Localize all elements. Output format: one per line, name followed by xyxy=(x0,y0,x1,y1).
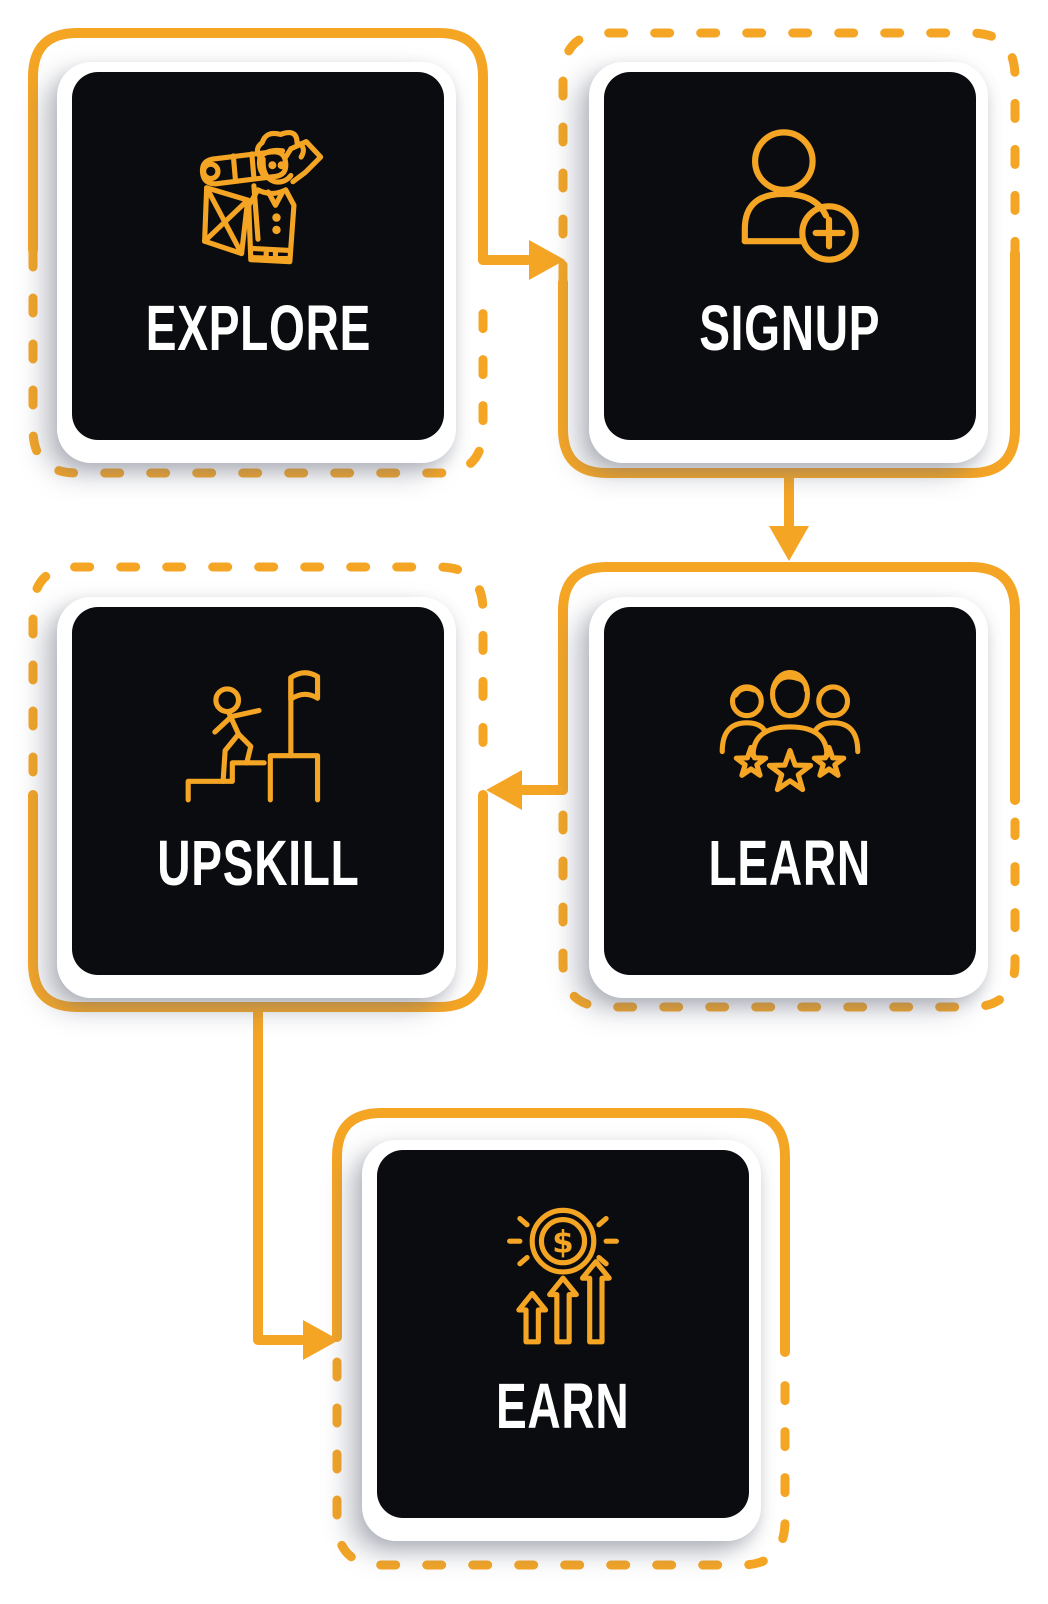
step-card-upskill: UPSKILL xyxy=(57,597,456,998)
arrow-learn-to-upskill xyxy=(486,770,568,810)
climb-stairs-flag-icon xyxy=(185,670,321,803)
step-label: EARN xyxy=(496,1370,630,1442)
step-label: UPSKILL xyxy=(156,827,360,899)
step-card-earn: $ EARN xyxy=(362,1140,761,1541)
step-card-explore: EXPLORE xyxy=(57,62,456,463)
step-label: SIGNUP xyxy=(699,292,881,364)
arrow-upskill-to-earn xyxy=(253,1002,339,1360)
coin-growth-arrows-icon: $ xyxy=(507,1207,619,1345)
step-card-surface: UPSKILL xyxy=(72,607,444,975)
step-card-surface: SIGNUP xyxy=(604,72,976,440)
step-label: EXPLORE xyxy=(145,292,371,364)
arrow-explore-to-signup xyxy=(478,240,565,280)
earn-outline xyxy=(332,1108,790,1570)
step-card-surface: EXPLORE xyxy=(72,72,444,440)
svg-text:$: $ xyxy=(552,1224,573,1260)
people-group-stars-icon xyxy=(719,669,861,793)
step-label: LEARN xyxy=(708,827,872,899)
learn-outline xyxy=(558,562,1020,1012)
user-plus-icon xyxy=(741,129,859,263)
arrow-signup-to-learn xyxy=(769,468,809,561)
step-card-surface: LEARN xyxy=(604,607,976,975)
step-card-signup: SIGNUP xyxy=(589,62,988,463)
explorer-backpacker-icon xyxy=(199,130,324,265)
step-card-learn: LEARN xyxy=(589,597,988,998)
step-card-surface: $ EARN xyxy=(377,1150,749,1518)
explore-outline xyxy=(28,28,488,478)
